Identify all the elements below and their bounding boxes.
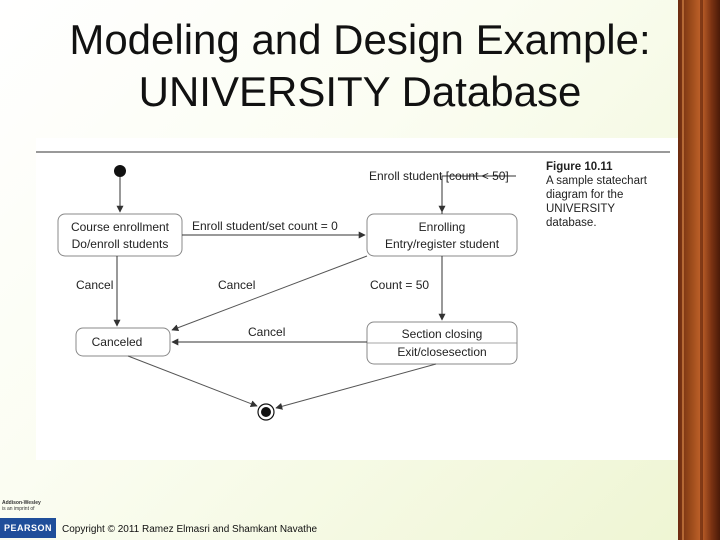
transition-cancel-middle xyxy=(171,255,368,332)
state-course-enrollment: Course enrollment Do/enroll students xyxy=(57,213,183,257)
statechart-diagram: Course enrollment Do/enroll students Enr… xyxy=(36,151,670,421)
label-cancel-bottom: Cancel xyxy=(248,325,285,339)
figure-caption-line-3: UNIVERSITY xyxy=(546,203,616,215)
state-enrolling-activity: Entry/register student xyxy=(385,237,500,251)
state-enrolling: Enrolling Entry/register student xyxy=(366,213,518,257)
state-section-closing: Section closing Exit/closesection xyxy=(366,321,518,365)
pearson-logo: PEARSON xyxy=(0,518,56,538)
publisher-name: Addison-Wesley xyxy=(2,500,41,506)
figure-caption-title: Figure 10.11 xyxy=(546,161,613,173)
figure-caption-line-4: database. xyxy=(546,217,597,229)
label-cancel-middle: Cancel xyxy=(218,278,255,292)
initial-state-dot xyxy=(114,165,126,177)
label-enroll-student-count: Enroll student [count < 50] xyxy=(369,169,509,183)
state-section-closing-activity: Exit/closesection xyxy=(397,345,486,359)
figure-caption: Figure 10.11 A sample statechart diagram… xyxy=(546,160,671,230)
figure-panel: Course enrollment Do/enroll students Enr… xyxy=(36,138,678,460)
label-cancel-left: Cancel xyxy=(76,278,113,292)
state-course-enrollment-label: Course enrollment xyxy=(71,220,170,234)
decorative-side-bar xyxy=(678,0,720,540)
state-enrolling-label: Enrolling xyxy=(419,220,466,234)
figure-caption-line-1: A sample statechart xyxy=(546,175,647,187)
label-count-50: Count = 50 xyxy=(370,278,429,292)
label-enroll-student-set-count: Enroll student/set count = 0 xyxy=(192,219,338,233)
pearson-logo-text: PEARSON xyxy=(3,523,52,533)
state-canceled: Canceled xyxy=(75,327,171,357)
final-state-icon xyxy=(257,403,275,421)
slide-title-line-1: Modeling and Design Example: xyxy=(69,16,651,63)
figure-caption-line-2: diagram for the xyxy=(546,189,624,201)
transition-section-closing-to-final xyxy=(275,363,437,410)
publisher-imprint-text: is an imprint of xyxy=(2,506,35,512)
state-section-closing-label: Section closing xyxy=(402,327,483,341)
slide-title: Modeling and Design Example: UNIVERSITY … xyxy=(40,14,680,118)
transition-canceled-to-final xyxy=(127,355,258,407)
publisher-imprint: Addison-Wesley is an imprint of xyxy=(2,500,54,512)
slide-title-line-2: UNIVERSITY Database xyxy=(138,68,582,115)
state-course-enrollment-activity: Do/enroll students xyxy=(72,237,169,251)
copyright-footer: Copyright © 2011 Ramez Elmasri and Shamk… xyxy=(62,524,318,535)
state-canceled-label: Canceled xyxy=(92,335,143,349)
